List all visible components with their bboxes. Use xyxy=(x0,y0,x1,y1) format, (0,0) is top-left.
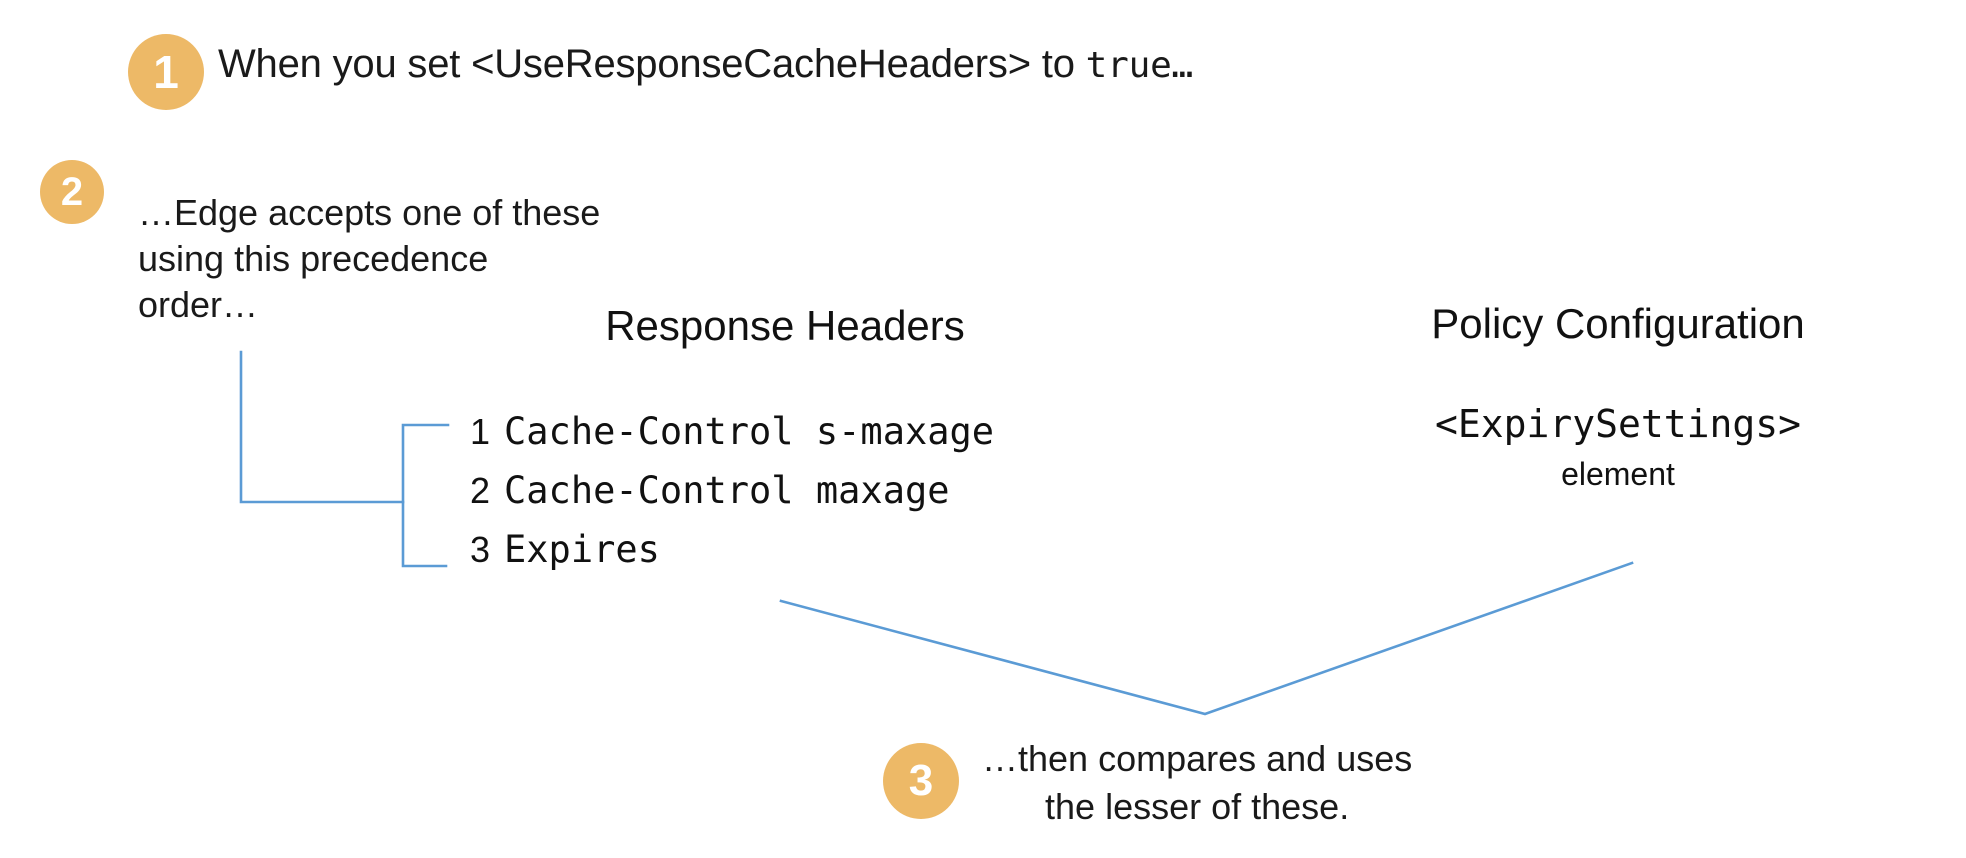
list-item-value: Cache-Control s-maxage xyxy=(504,410,995,453)
list-item: 1 Cache-Control s-maxage xyxy=(470,410,994,469)
list-item-value: Expires xyxy=(504,528,660,571)
list-item-number: 1 xyxy=(470,411,491,452)
step-badge-3: 3 xyxy=(883,743,959,819)
list-item-number: 3 xyxy=(470,529,491,570)
policy-expiry-settings-code: <ExpirySettings> xyxy=(1434,402,1802,446)
response-headers-list: 1 Cache-Control s-maxage 2 Cache-Control… xyxy=(470,410,994,587)
policy-configuration-value: <ExpirySettings> element xyxy=(1435,402,1801,493)
step-3-text: …then compares and uses the lesser of th… xyxy=(982,738,1413,827)
step-1-text-prefix: When you set <UseResponseCacheHeaders> t… xyxy=(218,42,1086,86)
step-1-text-code: true… xyxy=(1085,45,1194,86)
step-1-text: When you set <UseResponseCacheHeaders> t… xyxy=(218,42,1193,87)
step2-elbow-connector xyxy=(239,350,405,504)
step-badge-2: 2 xyxy=(40,160,104,224)
step-2-text: …Edge accepts one of these using this pr… xyxy=(138,192,601,325)
column-title-policy-configuration: Policy Configuration xyxy=(1431,300,1805,347)
step-badge-1: 1 xyxy=(128,34,204,110)
list-item-value: Cache-Control maxage xyxy=(504,469,950,512)
list-item: 2 Cache-Control maxage xyxy=(470,469,994,528)
list-item-number: 2 xyxy=(470,470,491,511)
list-item: 3 Expires xyxy=(470,528,994,587)
list-bracket xyxy=(401,423,450,568)
policy-element-word: element xyxy=(1561,456,1675,492)
column-title-response-headers: Response Headers xyxy=(605,302,965,349)
